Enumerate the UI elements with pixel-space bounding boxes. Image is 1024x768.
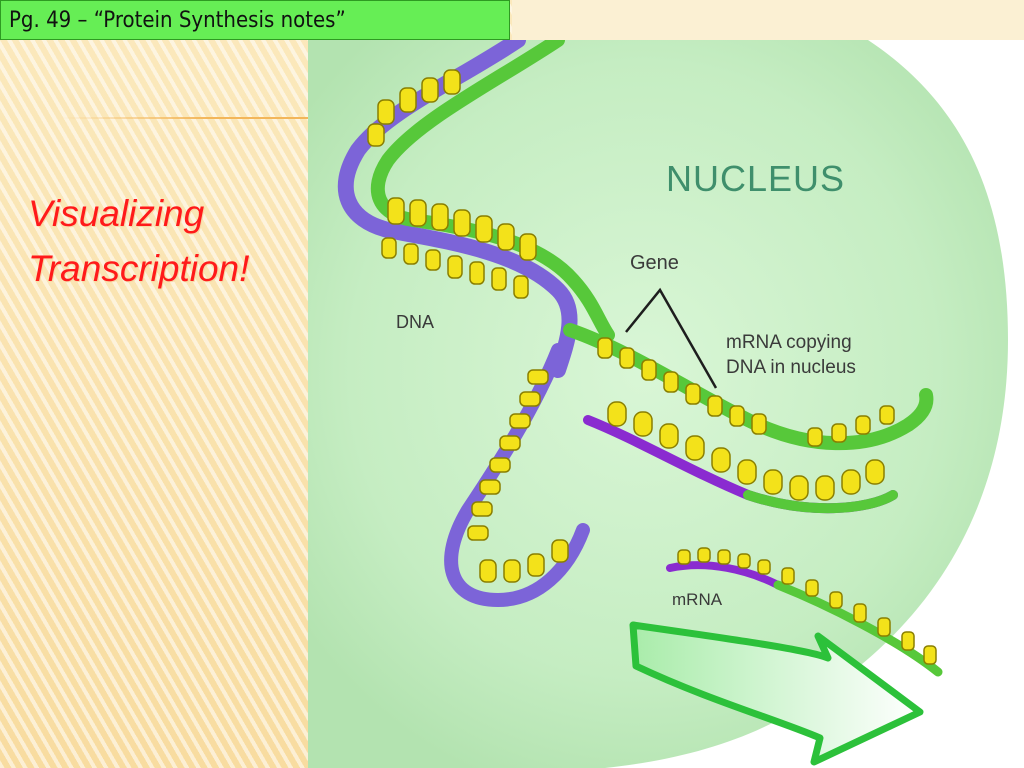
mrna-copying-label: mRNA copying DNA in nucleus: [726, 330, 856, 380]
nucleus-label: NUCLEUS: [666, 158, 846, 199]
free-mrna-strand-purple: [666, 561, 782, 589]
gene-pointer-lines: [625, 287, 718, 389]
heading-line-2: Transcription!: [28, 248, 250, 289]
dna-bases-lower: [467, 369, 569, 583]
diagram-artwork: [308, 40, 1008, 768]
gene-label: Gene: [630, 252, 679, 274]
export-arrow: [629, 621, 924, 766]
mrna-copying-label-line-1: mRNA copying: [726, 332, 852, 353]
mrna-label: mRNA: [672, 590, 723, 609]
mrna-copying-label-line-2: DNA in nucleus: [726, 357, 856, 378]
free-mrna-strand-green: [773, 580, 943, 677]
mrna-copy-bases: [607, 401, 885, 501]
transcription-diagram: NUCLEUS Gene DNA mRNA copying DNA in nuc…: [308, 40, 1024, 768]
dna-label: DNA: [396, 312, 435, 332]
gene-bases: [597, 337, 895, 447]
slide-title: Pg. 49 – “Protein Synthesis notes”: [9, 7, 346, 33]
free-mrna-bases: [677, 547, 937, 665]
divider-line: [60, 117, 308, 119]
heading-line-1: Visualizing: [28, 193, 205, 234]
title-box: Pg. 49 – “Protein Synthesis notes”: [0, 0, 510, 40]
mrna-copy-strand-green: [743, 490, 898, 514]
header-band: [512, 0, 1024, 41]
dna-bases-upper: [367, 69, 537, 299]
slide-heading: Visualizing Transcription!: [28, 186, 308, 296]
